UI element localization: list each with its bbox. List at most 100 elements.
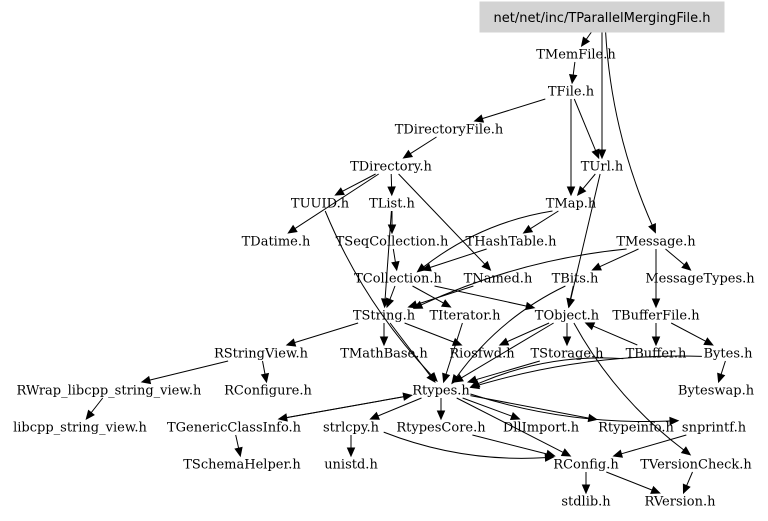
node-messagetypes[interactable]: MessageTypes.h xyxy=(645,272,755,287)
arrowhead-turl xyxy=(591,148,600,160)
arrowhead-rtypeinfo xyxy=(587,413,598,423)
arrowhead-tbuffer xyxy=(651,336,661,347)
node-tuuid[interactable]: TUUID.h xyxy=(291,197,350,212)
node-turl[interactable]: TUrl.h xyxy=(581,160,624,175)
arrowhead-unistd xyxy=(346,447,356,458)
edge-tbits-to-tobject xyxy=(569,285,574,300)
arrowhead-rtypes xyxy=(426,372,436,383)
edge-tmap-to-tcollection xyxy=(423,210,553,268)
node-snprintf[interactable]: snprintf.h xyxy=(682,421,747,436)
root-node-box xyxy=(479,1,725,33)
edge-tmessage-to-tstring xyxy=(420,248,627,306)
node-tseqcollection[interactable]: TSeqCollection.h xyxy=(336,235,449,250)
node-rconfigure[interactable]: RConfigure.h xyxy=(224,384,312,399)
edge-tmemfile-to-tfile xyxy=(572,61,576,76)
arrowhead-riosfwd xyxy=(498,337,510,346)
node-tobject[interactable]: TObject.h xyxy=(535,309,600,324)
node-byteswap[interactable]: Byteswap.h xyxy=(678,384,755,399)
arrowhead-stdlib xyxy=(581,484,591,495)
edge-tgenericclassinfo-to-tschemahelper xyxy=(235,434,240,449)
arrowhead-dllimport xyxy=(509,412,521,421)
arrowhead-riosfwd xyxy=(451,337,463,346)
edge-rtypes-to-snprintf xyxy=(470,393,671,423)
arrowhead-rwrap xyxy=(140,375,152,385)
arrowhead-libcpp xyxy=(85,409,95,420)
arrowhead-rconfig xyxy=(612,449,623,458)
arrowhead-tobject xyxy=(566,297,575,309)
edge-thashtable-to-tcollection xyxy=(429,248,487,268)
arrowhead-rconfig xyxy=(545,449,556,459)
node-tgenericclassinfo[interactable]: TGenericClassInfo.h xyxy=(167,421,302,436)
node-tmap[interactable]: TMap.h xyxy=(546,197,597,212)
arrowhead-tschemahelper xyxy=(234,446,243,458)
edge-bytes-to-byteswap xyxy=(720,360,726,375)
node-rtypeinfo[interactable]: Rtypeinfo.h xyxy=(598,421,674,436)
arrowhead-tcollection xyxy=(421,263,432,272)
arrowhead-messagetypes xyxy=(681,261,692,271)
arrowhead-tlist xyxy=(387,186,396,197)
edge-tobject-to-riosfwd xyxy=(506,322,550,343)
arrowhead-rversion xyxy=(650,485,661,494)
edge-tmap-to-thashtable xyxy=(530,210,559,230)
edge-tfile-to-tdirectoryfile xyxy=(482,98,546,120)
node-rstringview[interactable]: RStringView.h xyxy=(214,347,309,362)
node-strlcpy[interactable]: strlcpy.h xyxy=(323,421,380,436)
node-bytes[interactable]: Bytes.h xyxy=(704,347,754,362)
node-tdirectoryfile[interactable]: TDirectoryFile.h xyxy=(395,123,504,138)
node-tnamed[interactable]: TNamed.h xyxy=(464,272,533,287)
node-libcpp[interactable]: libcpp_string_view.h xyxy=(13,421,147,436)
node-stdlib[interactable]: stdlib.h xyxy=(561,495,611,510)
arrowhead-rtypes xyxy=(442,372,451,384)
node-tbits[interactable]: TBits.h xyxy=(552,272,599,287)
arrowhead-tobject xyxy=(584,322,596,331)
edge-tobject-to-tversioncheck xyxy=(573,322,685,451)
node-tdatime[interactable]: TDatime.h xyxy=(242,235,311,250)
arrowhead-tversioncheck xyxy=(680,446,692,456)
arrowhead-rconfigure xyxy=(260,372,270,384)
node-tcollection[interactable]: TCollection.h xyxy=(354,272,442,287)
arrowhead-tstring xyxy=(386,297,394,309)
arrowhead-tstorage xyxy=(562,336,572,347)
node-tdirectory[interactable]: TDirectory.h xyxy=(350,160,432,175)
edge-tgenericclassinfo-to-rtypes xyxy=(278,396,404,420)
node-tlist[interactable]: TList.h xyxy=(369,197,415,212)
arrowhead-strlcpy xyxy=(369,411,380,420)
node-tstring[interactable]: TString.h xyxy=(353,309,416,324)
node-rwrap[interactable]: RWrap_libcpp_string_view.h xyxy=(17,384,203,399)
node-tmathbase[interactable]: TMathBase.h xyxy=(340,347,428,362)
node-tfile[interactable]: TFile.h xyxy=(548,85,595,100)
node-tversioncheck[interactable]: TVersionCheck.h xyxy=(640,458,752,473)
node-tmemfile[interactable]: TMemFile.h xyxy=(536,48,616,63)
node-thashtable[interactable]: THashTable.h xyxy=(466,235,558,250)
arrowhead-snprintf xyxy=(669,416,680,426)
arrowhead-tnamed xyxy=(481,260,492,271)
arrowhead-tbits xyxy=(591,262,602,271)
node-layer: net/net/inc/TParallelMergingFile.h TMemF… xyxy=(13,1,755,510)
node-titerator[interactable]: TIterator.h xyxy=(429,309,501,324)
arrowhead-tcollection xyxy=(391,260,400,272)
node-tmessage[interactable]: TMessage.h xyxy=(616,235,696,250)
arrowhead-tmap xyxy=(576,185,587,196)
edge-tdirectory-to-tdatime xyxy=(294,173,379,230)
node-tbufferfile[interactable]: TBufferFile.h xyxy=(612,309,700,324)
arrowhead-tdirectoryfile xyxy=(473,114,485,123)
node-rtypes[interactable]: Rtypes.h xyxy=(412,384,470,399)
arrowhead-tmessage xyxy=(648,223,656,234)
node-unistd[interactable]: unistd.h xyxy=(324,458,378,473)
node-rversion[interactable]: RVersion.h xyxy=(645,495,717,510)
edge-layer xyxy=(85,31,726,495)
node-rconfig[interactable]: RConfig.h xyxy=(553,458,619,473)
edge-rtypes-to-dllimport xyxy=(462,397,513,417)
edge-rstringview-to-rwrap xyxy=(149,360,229,381)
node-tschemahelper[interactable]: TSchemaHelper.h xyxy=(183,458,301,473)
node-tbuffer[interactable]: TBuffer.h xyxy=(626,347,687,362)
arrowhead-rtypes xyxy=(466,375,478,384)
node-riosfwd[interactable]: Riosfwd.h xyxy=(449,347,515,362)
root-node-label[interactable]: net/net/inc/TParallelMergingFile.h xyxy=(494,11,711,26)
node-dllimport[interactable]: DllImport.h xyxy=(503,421,580,436)
arrowhead-tuuid xyxy=(334,187,345,196)
node-rtypescore[interactable]: RtypesCore.h xyxy=(396,421,486,436)
node-tstorage[interactable]: TStorage.h xyxy=(530,347,604,362)
